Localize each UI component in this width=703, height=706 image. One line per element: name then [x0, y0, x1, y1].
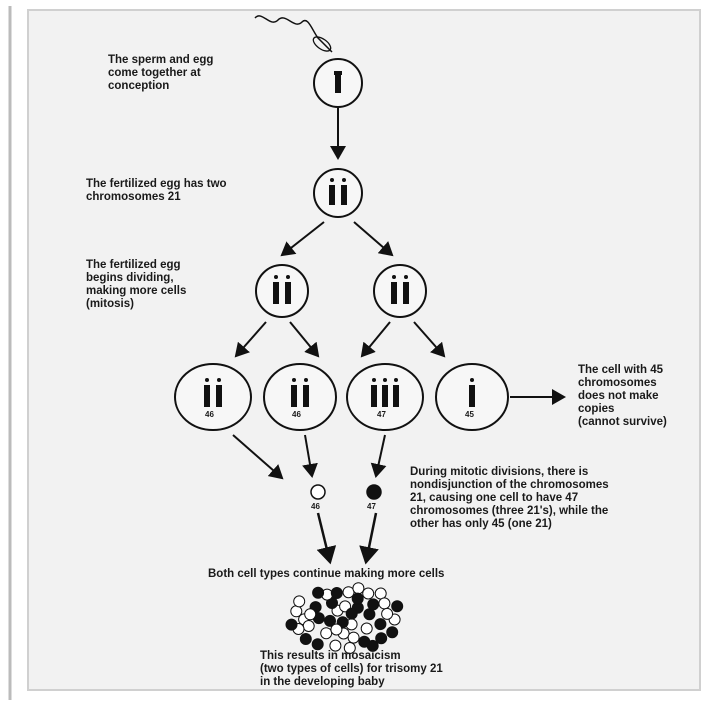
mosaic-cell [299, 633, 312, 645]
mosaic-cell [311, 638, 324, 651]
dividing-cell-right [373, 264, 427, 318]
label-nondisjunction: During mitotic divisions, there is nondi… [410, 466, 609, 530]
egg-cell-conception [313, 58, 363, 108]
label-result: This results in mosaicism (two types of … [260, 650, 443, 688]
mosaic-cell [358, 635, 371, 648]
count-cell-d: 45 [465, 410, 474, 419]
cell-47 [346, 363, 424, 431]
count-cell-c: 47 [377, 410, 386, 419]
mosaic-cell [302, 620, 315, 632]
count-cell-a: 46 [205, 410, 214, 419]
mosaic-cell [352, 582, 365, 595]
mosaic-cell [362, 587, 375, 600]
cell-45 [435, 363, 509, 431]
sperm-tail [254, 15, 333, 53]
mosaic-cell [378, 597, 391, 610]
label-fertilized-egg: The fertilized egg has two chromosomes 2… [86, 178, 227, 203]
mosaic-cell [312, 586, 325, 599]
arrow-left-to-cell-b [289, 321, 320, 358]
arrow-cell47-to-small-black [370, 434, 387, 478]
count-cell-b: 46 [292, 410, 301, 419]
sperm-head [312, 36, 332, 52]
mosaic-cell [324, 614, 336, 627]
arrow-small-white-down [316, 512, 337, 565]
arrow-small-black-down [359, 512, 379, 565]
label-conception: The sperm and egg come together at conce… [108, 54, 214, 92]
mosaic-cell [343, 642, 356, 654]
count-small-white: 46 [311, 502, 320, 511]
arrow-left-to-cell-a [234, 321, 267, 358]
cell-46-a [174, 363, 252, 431]
mosaic-cell [330, 587, 343, 599]
label-both-cell-types: Both cell types continue making more cel… [208, 568, 445, 580]
arrow-fertilized-to-right [353, 221, 394, 257]
mosaic-cell [374, 587, 387, 600]
mosaic-cell [381, 607, 394, 620]
mosaic-cell [375, 632, 388, 645]
mosaic-cell [374, 618, 387, 631]
mosaic-cell [391, 600, 404, 613]
mosaic-cell [360, 622, 373, 635]
arrow-fertilized-to-left [280, 221, 325, 257]
mosaic-cell [330, 623, 343, 636]
label-cell-45: The cell with 45 chromosomes does not ma… [578, 364, 667, 428]
small-black-cell [366, 484, 382, 500]
small-white-cell [310, 484, 326, 500]
mosaic-cell [386, 626, 399, 639]
mosaic-cell [367, 598, 380, 611]
arrow-right-to-cell-d [413, 321, 446, 358]
count-small-black: 47 [367, 502, 376, 511]
mosaic-cell-cluster [285, 582, 404, 654]
mosaic-cell [329, 639, 342, 652]
mosaic-cell [290, 605, 303, 618]
mosaic-cell [320, 627, 333, 640]
mosaic-cell [351, 592, 364, 605]
mosaic-cell [347, 631, 360, 644]
cell-46-b [263, 363, 337, 431]
mosaic-cell [304, 608, 317, 621]
mosaic-cell [285, 618, 298, 631]
mosaic-cell [293, 595, 306, 608]
arrow-right-to-cell-c [360, 321, 391, 358]
dividing-cell-left [255, 264, 309, 318]
fertilized-egg-cell [313, 168, 363, 218]
arrow-cell-b-to-small-white [302, 434, 318, 478]
label-dividing: The fertilized egg begins dividing, maki… [86, 259, 187, 310]
arrow-cell-a-to-small-white [232, 434, 284, 480]
mosaic-cell [345, 607, 358, 620]
